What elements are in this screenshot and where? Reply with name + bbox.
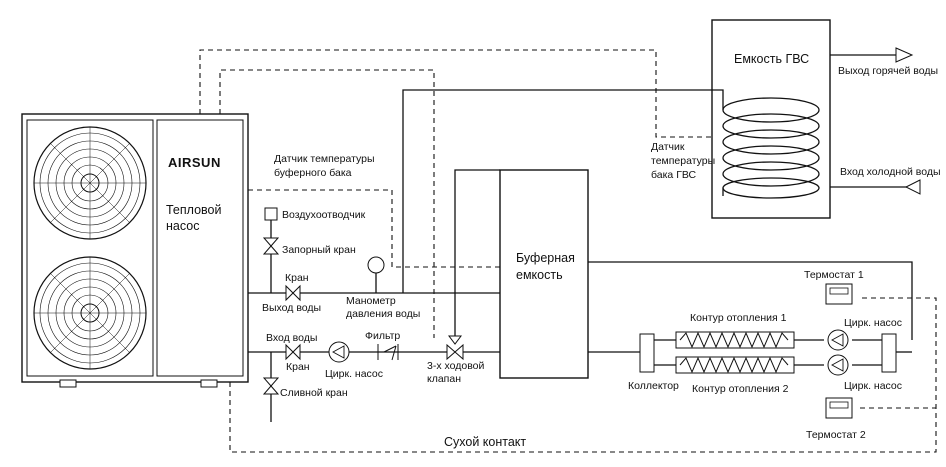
dhw-sensor-label-line1: Датчик (651, 141, 685, 153)
collector-right (881, 333, 897, 373)
pump-circuit-2-label: Цирк. насос (844, 380, 902, 392)
buffer-sensor-label-line1: Датчик температуры (274, 153, 375, 165)
cold-water-arrow-icon (904, 179, 921, 195)
drain-valve-label: Сливной кран (280, 387, 348, 399)
shutoff-valve-label: Запорный кран (282, 244, 356, 256)
thermostat-2-icon (825, 397, 853, 419)
pump-circuit-1-label: Цирк. насос (844, 317, 902, 329)
heat-pump-brand: AIRSUN (168, 155, 221, 170)
collector-label: Коллектор (628, 380, 679, 392)
heating-circuit-1-label: Контур отопления 1 (690, 312, 787, 324)
buffer-tank-label-line2: емкость (516, 268, 563, 282)
buffer-tank: Буферная емкость (499, 169, 589, 379)
valve-in-icon (285, 343, 301, 361)
heating-circuit-2-icon (675, 356, 795, 374)
gauge-label-line1: Манометр (346, 295, 396, 307)
valve-out-label: Кран (285, 272, 309, 284)
collector-left (639, 333, 655, 373)
drain-valve-icon (262, 377, 280, 395)
shutoff-valve-icon (262, 237, 280, 255)
hot-water-arrow-icon (895, 47, 914, 63)
thermostat-2-label: Термостат 2 (806, 429, 866, 441)
valve-out-icon (285, 284, 301, 302)
dhw-tank: Емкость ГВС Выход горячей воды Вход холо… (711, 19, 941, 219)
control-wiring (199, 49, 937, 453)
water-out-label: Выход воды (262, 302, 321, 314)
air-vent-label: Воздухоотводчик (282, 209, 366, 221)
heating-circuit-1-icon (675, 331, 795, 349)
valve-in-label: Кран (286, 361, 310, 373)
three-way-valve-label-line1: 3-х ходовой (427, 360, 485, 372)
heating-circuit-2-label: Контур отопления 2 (692, 383, 789, 395)
gauge-label-line2: давления воды (346, 308, 420, 320)
three-way-valve-icon (446, 343, 464, 361)
dhw-tank-title: Емкость ГВС (734, 52, 809, 66)
filter-label: Фильтр (365, 330, 400, 342)
dhw-sensor-label-line3: бака ГВС (651, 169, 697, 181)
dhw-coil-icon (722, 97, 820, 199)
hot-water-out-label: Выход горячей воды (838, 65, 938, 77)
filter-icon (377, 344, 399, 361)
three-way-valve-label-line2: клапан (427, 373, 461, 385)
thermostat-1-icon (825, 283, 853, 305)
fan-bottom-icon (33, 256, 147, 370)
fan-top-icon (33, 126, 147, 240)
heat-pump-title-line1: Тепловой (166, 203, 221, 217)
pump-label: Цирк. насос (325, 368, 383, 380)
dry-contact-label: Сухой контакт (444, 435, 526, 449)
pressure-gauge-icon (367, 256, 385, 274)
dhw-sensor-label-line2: температуры (651, 155, 715, 167)
water-in-label: Вход воды (266, 332, 317, 344)
buffer-sensor-label-line2: буферного бака (274, 167, 352, 179)
buffer-tank-label-line1: Буферная (516, 251, 575, 265)
air-vent-icon (264, 207, 278, 221)
heat-pump-unit: AIRSUN Тепловой насос (21, 113, 249, 388)
heat-pump-title-line2: насос (166, 219, 199, 233)
thermostat-1-label: Термостат 1 (804, 269, 864, 281)
cold-water-in-label: Вход холодной воды (840, 166, 941, 178)
